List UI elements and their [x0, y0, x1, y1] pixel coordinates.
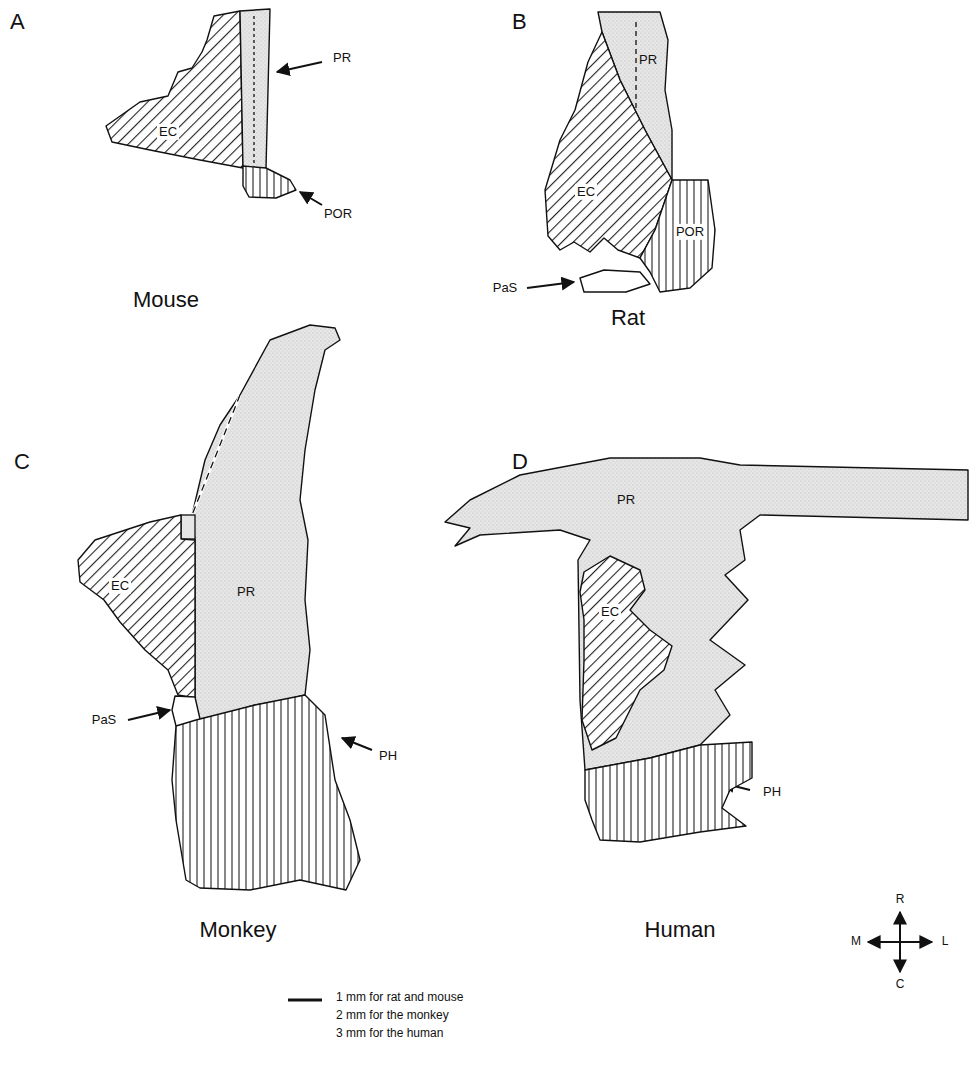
region-outline — [172, 695, 360, 890]
brain-region: PaS — [580, 270, 650, 292]
compass-arrows — [868, 912, 932, 972]
compass-label: L — [942, 935, 949, 949]
region-outline — [78, 515, 195, 698]
brain-region: POR — [640, 180, 715, 292]
region-label: PaS — [90, 712, 119, 728]
region-outline — [243, 166, 296, 198]
compass-label: C — [896, 978, 905, 992]
compass-label: M — [851, 935, 861, 949]
scale-note: 3 mm for the human — [336, 1027, 443, 1041]
brain-region: PH — [585, 742, 752, 842]
region-label: PaS — [491, 280, 520, 296]
panel-letter: A — [10, 9, 25, 34]
panel-letter: C — [14, 449, 30, 474]
region-outline — [240, 9, 270, 168]
region-outline — [580, 556, 672, 750]
region-label: EC — [157, 124, 179, 140]
region-label: PR — [235, 584, 257, 600]
species-name: Rat — [611, 305, 645, 330]
brain-region: EC — [78, 515, 195, 698]
region-label: EC — [575, 184, 597, 200]
region-outline — [445, 458, 968, 770]
region-label: POR — [322, 206, 354, 222]
panel-letter: D — [512, 449, 528, 474]
brain-region: EC — [580, 556, 672, 750]
brain-region: PR — [192, 325, 340, 720]
region-outline — [192, 325, 340, 720]
panel-letter: B — [512, 9, 527, 34]
region-label: PR — [331, 50, 353, 66]
scale-note: 2 mm for the monkey — [336, 1009, 449, 1023]
region-label: PH — [377, 748, 399, 764]
region-label: EC — [109, 578, 131, 594]
region-outline — [580, 270, 650, 292]
scale-bar — [288, 999, 322, 1002]
region-outline — [106, 11, 243, 168]
scale-note: 1 mm for rat and mouse — [336, 991, 463, 1005]
brain-region: PR — [240, 9, 270, 168]
brain-region: POR — [243, 166, 296, 198]
region-outline — [585, 742, 752, 842]
species-name: Mouse — [133, 287, 199, 312]
brain-region: PH — [172, 695, 360, 890]
brain-region: PR — [445, 458, 968, 770]
region-label: POR — [674, 224, 706, 240]
region-label: PR — [615, 492, 637, 508]
region-label: PR — [637, 52, 659, 68]
species-name: Human — [645, 917, 716, 942]
region-label: PH — [761, 784, 783, 800]
species-name: Monkey — [199, 917, 276, 942]
brain-region: EC — [106, 11, 243, 168]
region-label: EC — [599, 604, 621, 620]
compass-label: R — [896, 893, 905, 907]
